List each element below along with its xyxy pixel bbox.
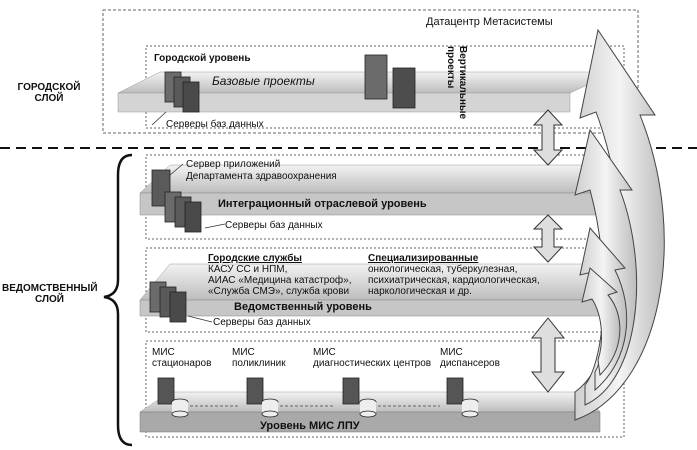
datacenter-title: Датацентр Метасистемы — [426, 16, 553, 28]
departmental-layer-label: ВЕДОМСТВЕННЫЙ СЛОЙ — [2, 283, 98, 305]
double-arrow-2 — [532, 214, 564, 263]
server-group-departmental — [149, 281, 187, 323]
server-group-datacenter — [164, 54, 416, 113]
lpu-frame — [145, 340, 625, 438]
mis-dispensaries-label: МИС диспансеров — [440, 347, 500, 369]
mis-diagnostic-centers-label: МИС диагностических центров — [313, 347, 432, 369]
departmental-level-title: Ведомственный уровень — [234, 301, 372, 313]
base-projects-label: Базовые проекты — [212, 74, 315, 88]
city-layer-label: ГОРОДСКОЙ СЛОЙ — [17, 82, 81, 104]
vertical-projects-label: Вертикальные проекты — [445, 46, 468, 120]
city-services-list: КАСУ СС и НПМ, АИАС «Медицина катастроф»… — [208, 264, 352, 297]
datacenter-frame — [102, 9, 639, 134]
lpu-level-title: Уровень МИС ЛПУ — [260, 420, 360, 432]
integration-db-servers-label: Серверы баз данных — [225, 220, 323, 231]
departmental-brace — [103, 153, 133, 447]
city-services-title: Городские службы — [208, 253, 302, 264]
departmental-db-servers-label: Серверы баз данных — [213, 317, 311, 328]
mis-polyclinics-label: МИС поликлиник — [232, 347, 286, 369]
app-server-label: Сервер приложений Департамента здравоохр… — [186, 159, 337, 182]
city-level-title: Городской уровень — [154, 53, 251, 64]
specialized-title: Специализированные — [368, 253, 479, 264]
mis-hospitals-label: МИС стационаров — [152, 347, 212, 369]
double-arrow-1 — [532, 109, 564, 166]
curved-arrows — [574, 28, 665, 421]
integration-level-title: Интеграционный отраслевой уровень — [218, 198, 427, 210]
lpu-nodes — [157, 377, 479, 418]
server-group-integration — [151, 169, 202, 233]
specialized-list: онкологическая, туберкулезная, психиатри… — [368, 264, 540, 297]
datacenter-db-servers-label: Серверы баз данных — [166, 119, 264, 130]
double-arrow-3 — [530, 317, 566, 393]
